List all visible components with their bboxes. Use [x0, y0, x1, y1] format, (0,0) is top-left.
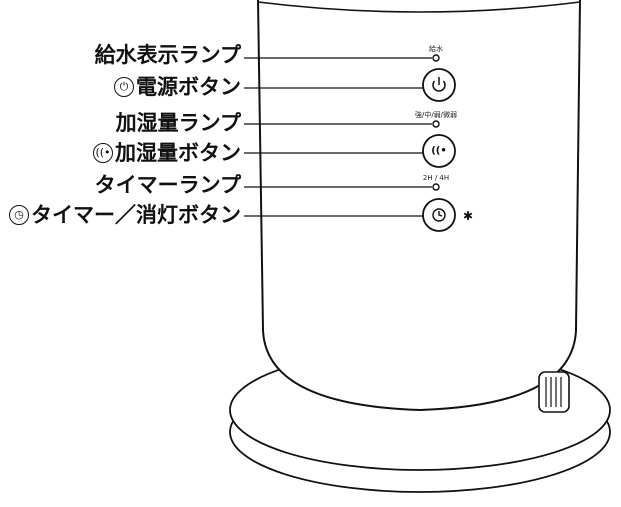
side-vent: [538, 371, 570, 413]
timer-lamp: [432, 183, 440, 191]
callout-power-button: ⏻ 電源ボタン: [114, 75, 241, 99]
panel-label-timer: 2H / 4H: [422, 174, 450, 182]
callout-timer-button: ◷ タイマー／消灯ボタン: [9, 203, 241, 227]
body-outline: [257, 0, 581, 412]
mist-icon: ((•: [93, 143, 113, 163]
leader-lines: [244, 57, 432, 217]
callout-water-lamp: 給水表示ランプ: [94, 43, 241, 67]
water-lamp: [432, 54, 440, 62]
light-off-icon: ✱: [462, 209, 474, 223]
callout-humid-lamp: 加湿量ランプ: [115, 111, 241, 135]
callout-humid-button: ((• 加湿量ボタン: [93, 141, 241, 165]
power-icon: [432, 77, 446, 92]
mist-icon: ((•: [431, 145, 447, 157]
clock-icon: [432, 208, 446, 222]
humid-button[interactable]: [422, 134, 456, 168]
body-top-rim: [257, 1, 581, 13]
callout-timer-lamp: タイマーランプ: [94, 173, 241, 197]
humid-lamp: [432, 120, 440, 128]
power-icon: ⏻: [114, 77, 134, 97]
clock-icon: ◷: [9, 205, 29, 225]
panel-label-humid: 強/中/弱/微弱: [414, 111, 458, 119]
panel-label-water: 給水: [429, 45, 443, 53]
